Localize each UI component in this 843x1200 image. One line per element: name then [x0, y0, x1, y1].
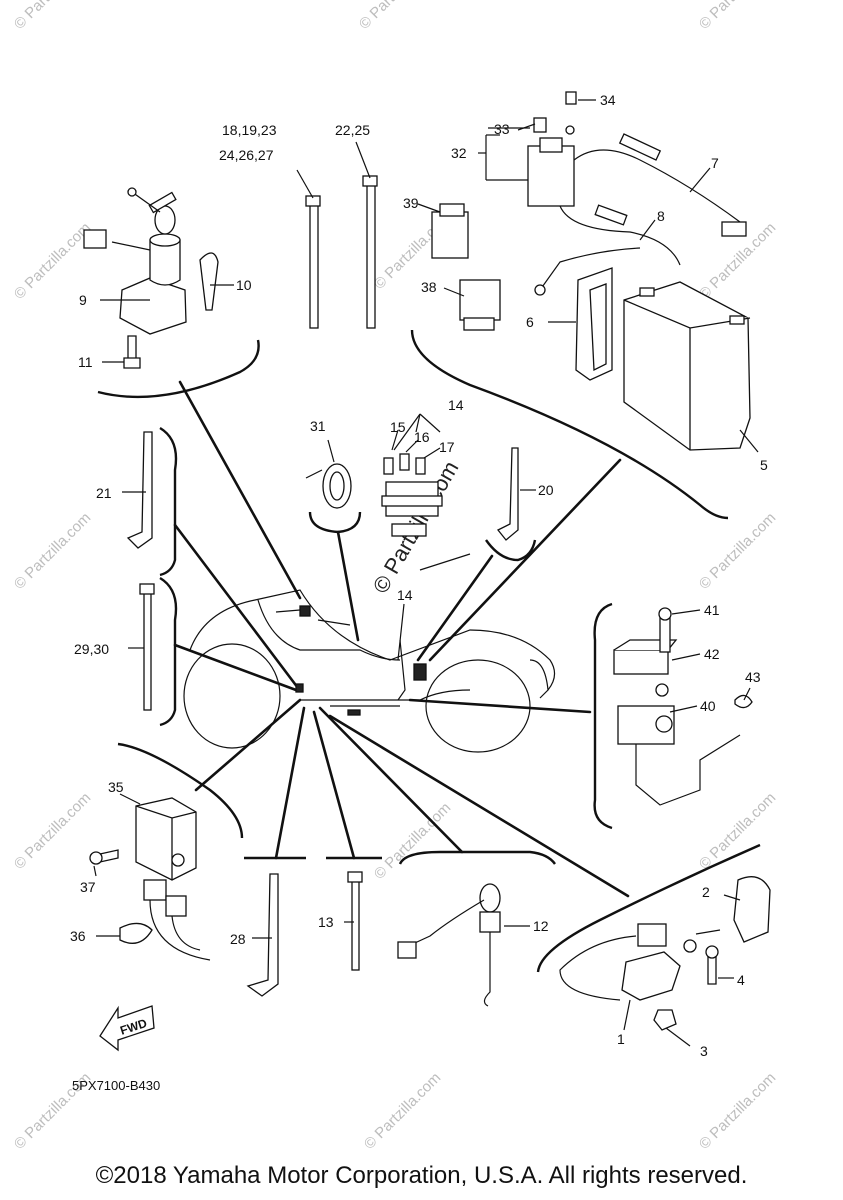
label-part-22-25: 22,25: [335, 122, 370, 138]
label-part-16: 16: [414, 429, 430, 445]
watermark: © Partzilla.com: [11, 0, 94, 33]
label-part-15: 15: [390, 419, 406, 435]
watermark: © Partzilla.com: [356, 0, 439, 33]
label-part-28: 28: [230, 931, 246, 947]
label-part-1: 1: [617, 1031, 625, 1047]
label-part-29-30: 29,30: [74, 641, 109, 657]
cable-tie-icon: [246, 871, 363, 997]
label-part-42: 42: [704, 646, 720, 662]
watermark: © Partzilla.com: [11, 789, 94, 872]
relay-icon: [478, 91, 747, 296]
clamp-icon: [305, 439, 352, 509]
group-brackets: [97, 329, 761, 973]
label-part-35: 35: [108, 779, 124, 795]
label-part-5: 5: [760, 457, 768, 473]
watermark: © Partzilla.com: [696, 509, 779, 592]
label-part-12: 12: [533, 918, 549, 934]
label-part-14: 14: [448, 397, 464, 413]
label-part-9: 9: [79, 292, 87, 308]
label-part-3: 3: [700, 1043, 708, 1059]
label-part-11: 11: [78, 354, 93, 370]
copyright-notice: ©2018 Yamaha Motor Corporation, U.S.A. A…: [95, 1162, 748, 1189]
label-part-18-19-23: 18,19,23: [222, 122, 277, 138]
label-part-20: 20: [538, 482, 554, 498]
label-part-17: 17: [439, 439, 455, 455]
atv-outline-icon: [183, 589, 556, 753]
label-part-6: 6: [526, 314, 534, 330]
label-part-37: 37: [80, 879, 96, 895]
label-part-41: 41: [704, 602, 720, 618]
figure-code: 5PX7100-B430: [72, 1078, 160, 1093]
watermark: © Partzilla.com: [11, 219, 94, 302]
label-part-39: 39: [403, 195, 419, 211]
label-part-24-26-27: 24,26,27: [219, 147, 274, 163]
label-part-7: 7: [711, 155, 719, 171]
watermark: © Partzilla.com: [361, 1069, 444, 1152]
watermark: © Partzilla.com: [696, 0, 779, 33]
label-part-40: 40: [700, 698, 716, 714]
part-labels: 1 2 3 4 5 6 7 8 9 10 11 12 13 14 14 15 1…: [70, 92, 768, 1093]
watermark: © Partzilla.com: [11, 509, 94, 592]
watermark: © Partzilla.com: [696, 1069, 779, 1152]
label-part-33: 33: [494, 121, 510, 137]
label-part-14-vehicle: 14: [397, 587, 413, 603]
watermark: © Partzilla.com: [371, 799, 454, 882]
label-part-2: 2: [702, 884, 710, 900]
label-part-4: 4: [737, 972, 745, 988]
label-part-10: 10: [236, 277, 252, 293]
sensor-icon: [613, 607, 753, 806]
sensor-icon: [397, 883, 530, 1007]
label-part-8: 8: [657, 208, 665, 224]
sensor-icon: [559, 876, 771, 1047]
ignition-switch-icon: [83, 187, 234, 369]
watermark: © Partzilla.com: [696, 789, 779, 872]
label-part-43: 43: [745, 669, 761, 685]
fwd-arrow-icon: FWD: [99, 1005, 155, 1052]
fuse-icon: [381, 413, 471, 661]
cable-tie-icon: [122, 431, 536, 711]
label-part-38: 38: [421, 279, 437, 295]
relay-icon: [89, 793, 211, 961]
label-part-21: 21: [96, 485, 112, 501]
relay-icon: [417, 203, 501, 331]
label-part-31: 31: [310, 418, 326, 434]
label-part-36: 36: [70, 928, 86, 944]
battery-icon: [548, 267, 759, 453]
label-part-32: 32: [451, 145, 467, 161]
label-part-34: 34: [600, 92, 616, 108]
label-part-13: 13: [318, 914, 334, 930]
leader-lines: [173, 380, 630, 898]
cable-tie-icon: [296, 141, 378, 329]
